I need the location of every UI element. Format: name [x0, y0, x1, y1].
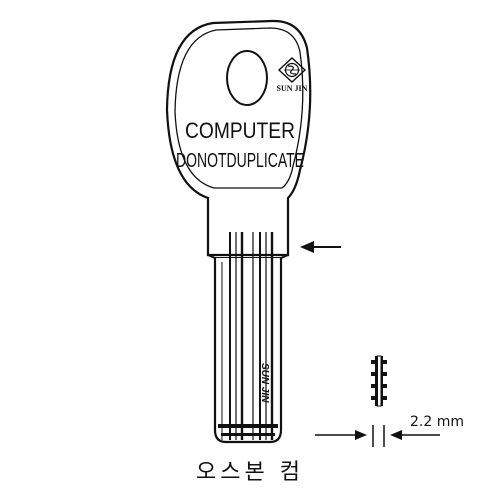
- key-text-line-1: COMPUTER: [185, 118, 295, 143]
- brand-label: SUN JIN: [277, 84, 308, 93]
- dimension-marker: [315, 425, 440, 447]
- key-blade-outline: [213, 258, 283, 444]
- key-hole: [226, 50, 268, 106]
- caption-label: 오스본 컴: [196, 460, 304, 485]
- arrow-left-icon: [300, 241, 341, 253]
- key-profile-icon: [371, 353, 387, 409]
- dimension-label: 2.2 mm: [410, 414, 464, 430]
- blade-grooves: [221, 232, 274, 440]
- blade-tip: [218, 424, 278, 436]
- key-head-outline: [165, 19, 312, 257]
- blade-brand-label: SUN JIN: [259, 363, 270, 403]
- key-head-inner-outline: [174, 27, 304, 189]
- key-text-line-2: DONOTDUPLICATE: [176, 150, 304, 172]
- sunjin-logo-icon: [277, 57, 307, 83]
